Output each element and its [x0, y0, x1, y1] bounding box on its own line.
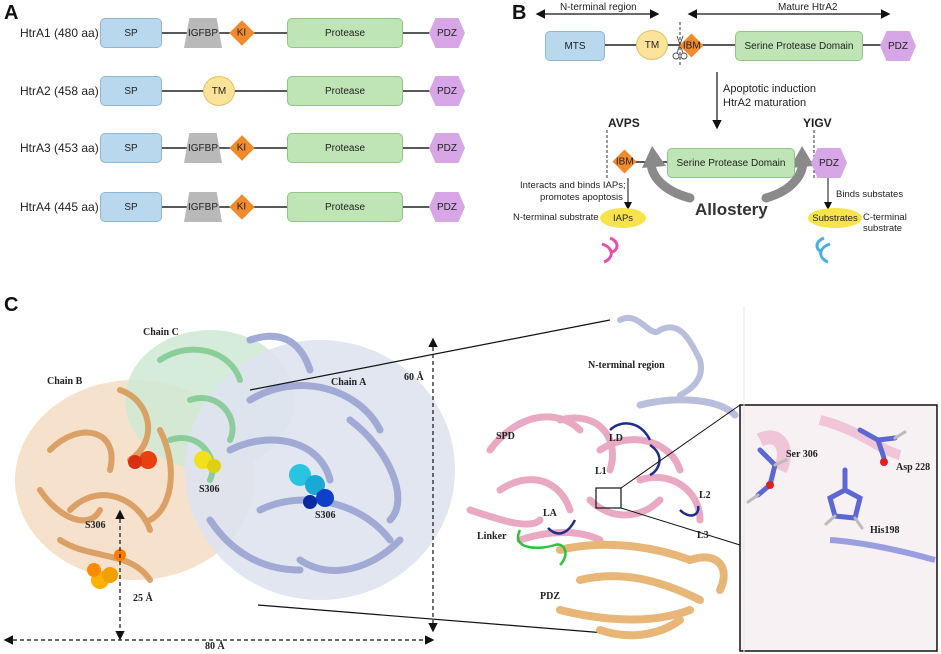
pdz-domain: PDZ [429, 133, 465, 163]
dim-25-label: 25 Å [133, 593, 153, 604]
ser306-label: Ser 306 [786, 449, 818, 460]
pdz-domain: PDZ [429, 76, 465, 106]
chain-c-ribbon [157, 346, 243, 483]
yigv-label: YIGV [803, 116, 832, 130]
tm-domain: TM [636, 30, 668, 60]
protease-domain: Protease [287, 18, 403, 48]
iaps-ellipse: IAPs [600, 208, 646, 228]
la-label: LA [543, 508, 557, 519]
panel-c-letter: C [4, 294, 19, 316]
c-terminal-substrate-label: C-terminal substrate [863, 212, 907, 234]
protease-domain: Protease [287, 192, 403, 222]
protease-domain: Protease [287, 76, 403, 106]
induction-line2: HtrA2 maturation [723, 97, 807, 109]
pdz-domain: PDZ [880, 31, 916, 61]
row-label-htra3: HtrA3 (453 aa) [20, 141, 99, 155]
s306-spheres-a [289, 464, 334, 509]
serine-protease-domain-mature: Serine Protease Domain [667, 148, 795, 178]
sp-domain: SP [100, 18, 162, 48]
linker-label: Linker [477, 531, 507, 542]
interacts-line2: promotes apoptosis [540, 192, 623, 203]
dim-80-label: 80 Å [205, 641, 225, 652]
s306-spheres-c [194, 451, 221, 473]
l1-label: L1 [595, 466, 607, 477]
panel-c-graphics [3, 306, 938, 654]
dim-60-label: 60 Å [404, 372, 424, 383]
l3-label: L3 [697, 530, 709, 541]
induction-line1: Apoptotic induction [723, 83, 816, 95]
s306-label-b: S306 [85, 520, 106, 531]
sp-domain: SP [100, 76, 162, 106]
chain-a-label: Chain A [331, 377, 367, 388]
row-label-htra4: HtrA4 (445 aa) [20, 200, 99, 214]
interacts-line1: Interacts and binds IAPs; [520, 180, 626, 191]
avps-label: AVPS [608, 116, 640, 130]
tm-domain: TM [203, 76, 235, 106]
pdz-domain-mature: PDZ [811, 148, 847, 178]
n-terminal-ribbon [617, 315, 704, 398]
substrates-ellipse: Substrates [808, 208, 862, 228]
l2-label: L2 [699, 490, 711, 501]
n-terminal-region-3d-label: N-terminal region [588, 360, 665, 371]
allostery-label: Allostery [695, 200, 768, 219]
asp228-label: Asp 228 [896, 462, 931, 473]
mts-domain: MTS [545, 31, 605, 61]
chain-c-label: Chain C [143, 327, 179, 338]
ld-label: LD [609, 433, 623, 444]
chain-b-label: Chain B [47, 376, 83, 387]
spd-label: SPD [496, 431, 515, 442]
loop-ribbons [547, 422, 700, 535]
protease-domain: Protease [287, 133, 403, 163]
zoom-sticks [746, 415, 936, 563]
sp-domain: SP [100, 192, 162, 222]
mature-htra2-label: Mature HtrA2 [778, 2, 838, 13]
pdz-ribbon [556, 540, 728, 640]
igfbp-domain: IGFBP [184, 18, 222, 48]
row-label-htra2: HtrA2 (458 aa) [20, 84, 99, 98]
n-terminal-substrate-label: N-terminal substrate [513, 212, 599, 223]
linker-ribbon [516, 529, 567, 566]
binds-substates-label: Binds substates [836, 189, 904, 200]
s306-label-a: S306 [315, 510, 336, 521]
pdz-domain: PDZ [429, 192, 465, 222]
pdz-3d-label: PDZ [540, 591, 560, 602]
igfbp-domain: IGFBP [184, 133, 222, 163]
igfbp-domain: IGFBP [184, 192, 222, 222]
chain-b-ribbon [37, 387, 174, 583]
panel-b-letter: B [512, 2, 527, 24]
zoom-panel [739, 404, 938, 652]
panel-a-letter: A [4, 2, 19, 24]
s306-label-c: S306 [199, 484, 220, 495]
pdz-domain: PDZ [429, 18, 465, 48]
serine-protease-domain: Serine Protease Domain [735, 31, 863, 61]
sp-domain: SP [100, 133, 162, 163]
row-label-htra1: HtrA1 (480 aa) [20, 26, 99, 40]
n-terminal-region-label: N-terminal region [560, 2, 637, 13]
his198-label: His198 [870, 525, 900, 536]
active-site-box [595, 487, 622, 509]
